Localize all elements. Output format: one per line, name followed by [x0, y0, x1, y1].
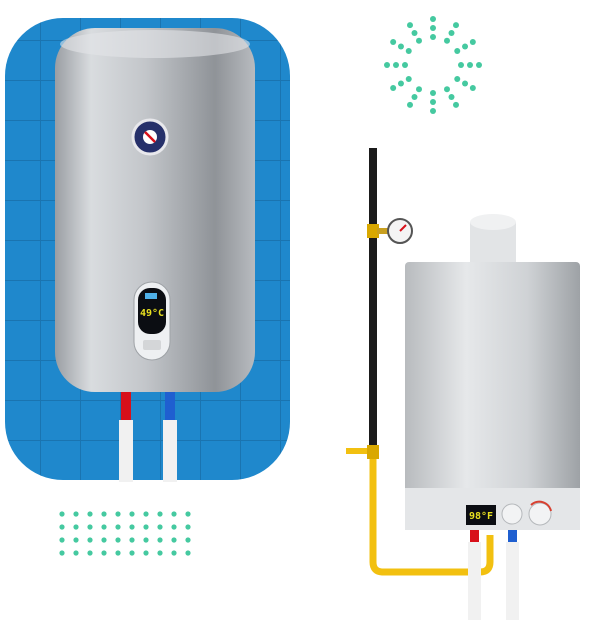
burst-dot [416, 86, 422, 93]
burst-dot [458, 62, 464, 68]
burst-dot [402, 62, 408, 68]
decorative-dot [157, 524, 163, 530]
burst-dot [397, 80, 404, 87]
decorative-dot [171, 550, 177, 556]
burst-dot [454, 76, 461, 82]
electric-water-heater: 49°C [55, 28, 255, 392]
burst-dot [454, 48, 461, 54]
gas-boiler: 98°F [405, 214, 580, 620]
decorative-dot [101, 550, 107, 556]
decorative-dot [115, 550, 121, 556]
decorative-dot [185, 511, 191, 517]
burst-dot [448, 29, 455, 36]
burst-dot [411, 29, 418, 36]
burst-dot [393, 62, 399, 68]
burst-dot [430, 90, 436, 96]
burst-dot [462, 43, 469, 50]
decorative-dot [73, 524, 79, 530]
decorative-dot [171, 537, 177, 543]
decorative-dot [73, 550, 79, 556]
burst-dot [416, 37, 422, 44]
burst-dot [390, 39, 397, 45]
decorative-dot [143, 524, 149, 530]
decorative-dot [157, 537, 163, 543]
decorative-dot [185, 524, 191, 530]
decorative-dot [87, 537, 93, 543]
burst-dot [430, 34, 436, 40]
decorative-dot [129, 550, 135, 556]
burst-dot [430, 99, 436, 105]
burst-dot [467, 62, 473, 68]
decorative-dot [73, 511, 79, 517]
burst-dot [469, 85, 476, 91]
burst-dot [476, 62, 482, 68]
decorative-dot [87, 550, 93, 556]
burst-dot [453, 22, 459, 29]
decorative-dot [143, 511, 149, 517]
decorative-dot [59, 524, 65, 530]
decorative-dot [129, 511, 135, 517]
boiler-knob-left [501, 503, 523, 525]
burst-dot [411, 94, 418, 101]
burst-dot [469, 39, 476, 45]
decorative-dot [59, 537, 65, 543]
decorative-dot [101, 511, 107, 517]
decorative-dot [59, 550, 65, 556]
decorative-dot [129, 537, 135, 543]
decorative-dot [87, 511, 93, 517]
decorative-dot [185, 550, 191, 556]
decorative-dot [157, 511, 163, 517]
decorative-dot [185, 537, 191, 543]
decorative-dot [101, 537, 107, 543]
burst-dot [405, 48, 412, 54]
boiler-display [466, 505, 496, 525]
decorative-dot [157, 550, 163, 556]
heater-pipes [119, 392, 177, 482]
burst-dot [448, 94, 455, 101]
decorative-dot [143, 537, 149, 543]
decorative-dot [143, 550, 149, 556]
burst-dot [397, 43, 404, 50]
burst-dot [407, 101, 413, 108]
heater-display-temperature: 49°C [140, 308, 164, 319]
decorative-dot [171, 511, 177, 517]
boiler-display-temperature: 98°F [469, 511, 493, 522]
decorative-dot [73, 537, 79, 543]
decorative-dot [115, 537, 121, 543]
decorative-dot [129, 524, 135, 530]
burst-dot [407, 22, 413, 29]
decorative-dot [115, 524, 121, 530]
burst-dot [384, 62, 390, 68]
decorative-dot [101, 524, 107, 530]
decorative-dot [171, 524, 177, 530]
burst-dot [405, 76, 412, 82]
decorative-dot [59, 511, 65, 517]
burst-dot [462, 80, 469, 87]
burst-dot [390, 85, 397, 91]
decorative-dot [115, 511, 121, 517]
burst-dot [444, 37, 450, 44]
burst-dot [444, 86, 450, 93]
boiler-knob-right [528, 502, 552, 526]
burst-dot [453, 101, 459, 108]
decorative-burst [384, 16, 482, 114]
burst-dot [430, 25, 436, 31]
gas-pipe [346, 148, 494, 576]
burst-dot [430, 108, 436, 114]
decorative-dot-grid [59, 511, 191, 556]
burst-dot [430, 16, 436, 22]
decorative-dot [87, 524, 93, 530]
